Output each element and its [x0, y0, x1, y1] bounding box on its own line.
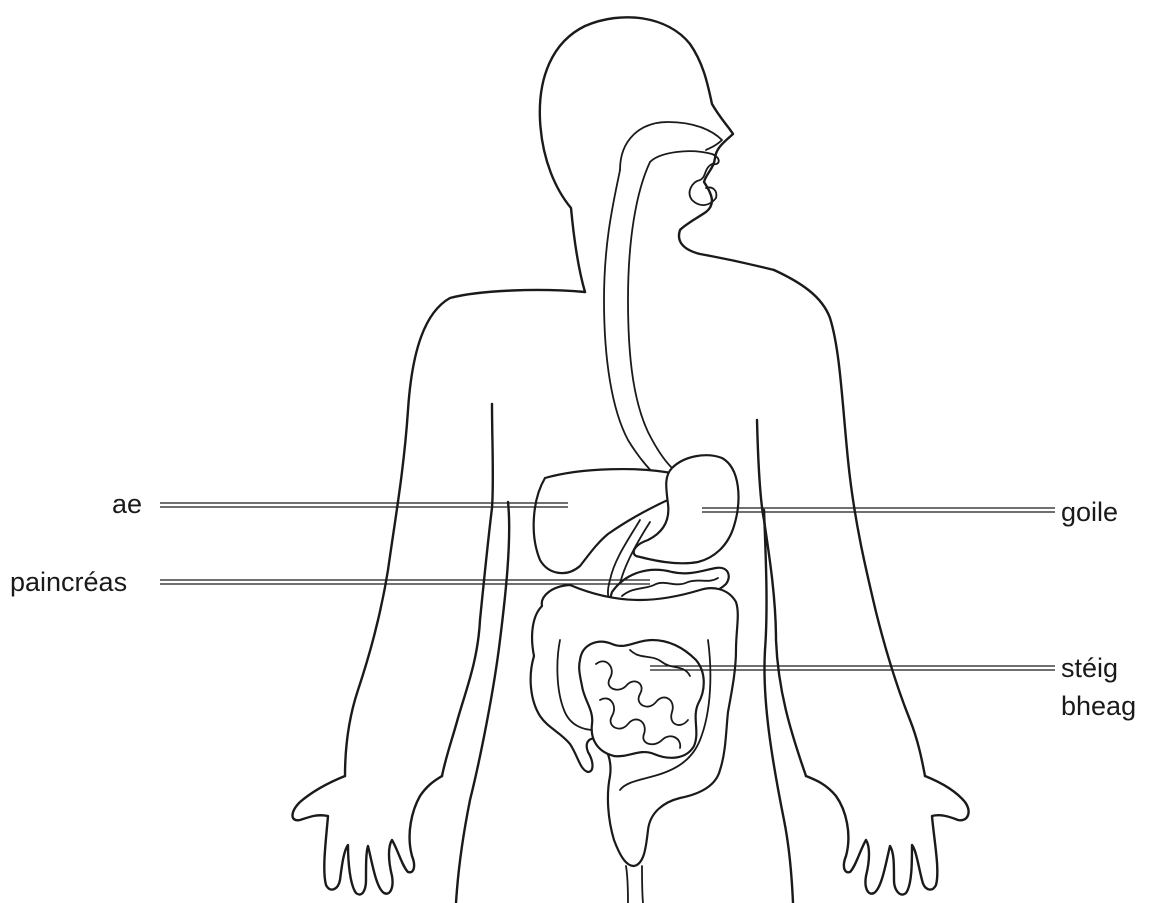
nasal-cavity: [620, 122, 722, 170]
stomach-leader: [702, 508, 1055, 512]
right-shoulder-arm: [774, 270, 925, 776]
label-pancreas: paincréas: [10, 567, 127, 597]
right-hand: [806, 776, 969, 895]
esophagus-left-wall: [604, 170, 660, 480]
left-torso-side: [456, 502, 509, 903]
right-torso-side: [764, 510, 793, 903]
label-stomach: goile: [1061, 497, 1118, 527]
oral-cavity-and-esophagus: [604, 122, 722, 480]
left-inner-arm: [442, 404, 493, 776]
left-hand: [293, 776, 443, 895]
esophagus-right-wall: [628, 162, 672, 468]
label-small-intestine-line2: bheag: [1061, 691, 1136, 721]
label-small-intestine-line1: stéig: [1061, 653, 1118, 683]
head-outline: [540, 17, 774, 292]
rectum: [626, 866, 643, 903]
right-inner-arm: [757, 420, 806, 776]
pancreas-leader: [160, 580, 650, 584]
label-liver: ae: [112, 489, 142, 519]
small-intestine: [579, 640, 704, 758]
tongue: [650, 151, 719, 205]
liver-leader: [160, 503, 568, 507]
